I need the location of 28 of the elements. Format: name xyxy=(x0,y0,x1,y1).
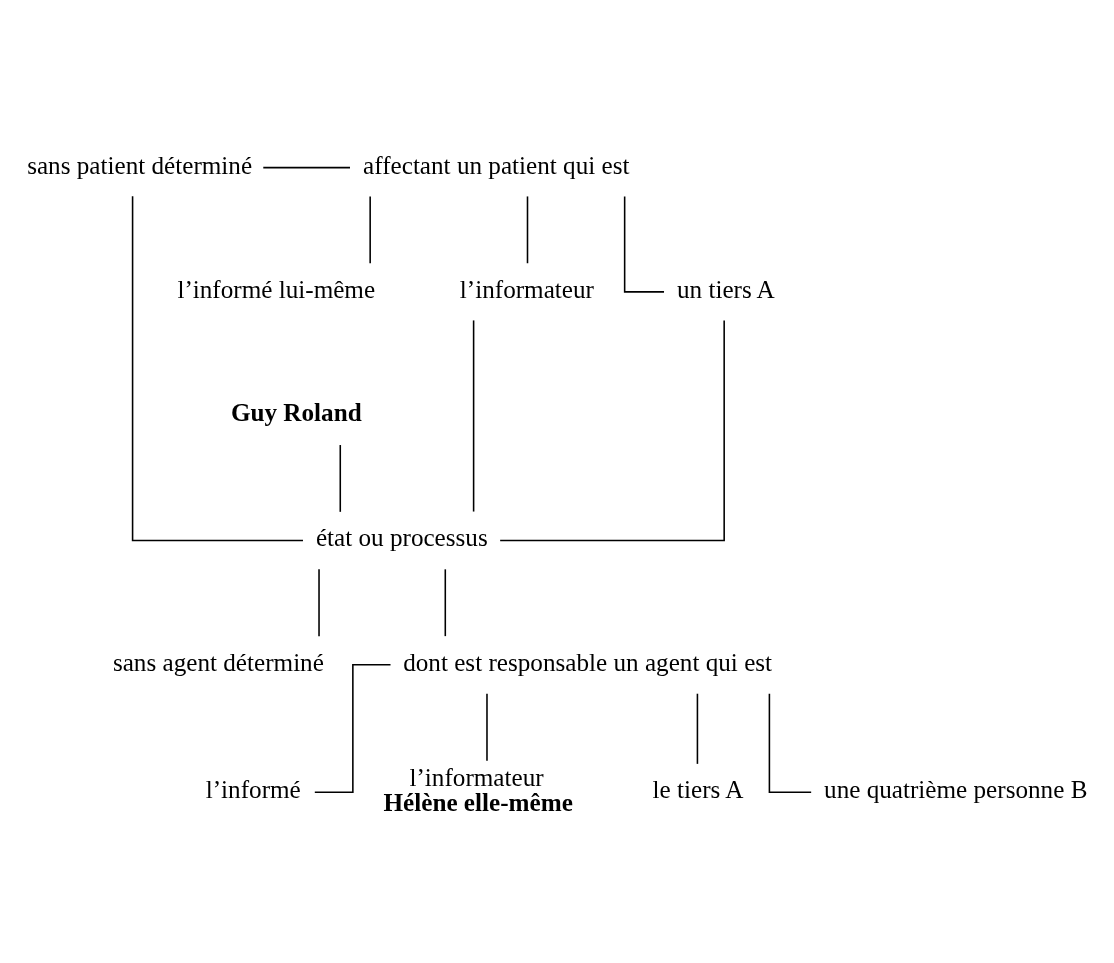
node-text: Guy Roland xyxy=(230,398,362,426)
connector xyxy=(314,664,392,794)
node-text: sans patient déterminé xyxy=(27,151,253,179)
node-text: l’informateur xyxy=(409,763,544,791)
node-text: affectant un patient qui est xyxy=(363,151,630,179)
node-text: dont est responsable un agent qui est xyxy=(403,648,773,676)
connector xyxy=(696,692,699,765)
connector xyxy=(623,195,665,293)
connector xyxy=(369,195,371,265)
node-text: un tiers A xyxy=(676,275,775,303)
node-text: l’informé xyxy=(205,776,301,804)
node-text: sans agent déterminé xyxy=(112,648,324,676)
connector xyxy=(318,568,320,637)
connector xyxy=(472,319,475,513)
connector xyxy=(526,195,529,265)
connector xyxy=(131,195,304,542)
connector xyxy=(444,568,447,637)
connector xyxy=(339,444,342,513)
connector xyxy=(486,692,488,762)
node-text: une quatrième personne B xyxy=(824,776,1088,804)
node-text: état ou processus xyxy=(315,524,488,552)
node-label: Hélène elle-même xyxy=(383,788,573,816)
node-text: l’informateur xyxy=(459,275,594,303)
node-text: le tiers A xyxy=(652,776,744,804)
connector xyxy=(768,692,812,794)
connector xyxy=(499,319,725,542)
connector xyxy=(262,166,351,169)
node-text: l’informé lui-même xyxy=(177,275,376,303)
